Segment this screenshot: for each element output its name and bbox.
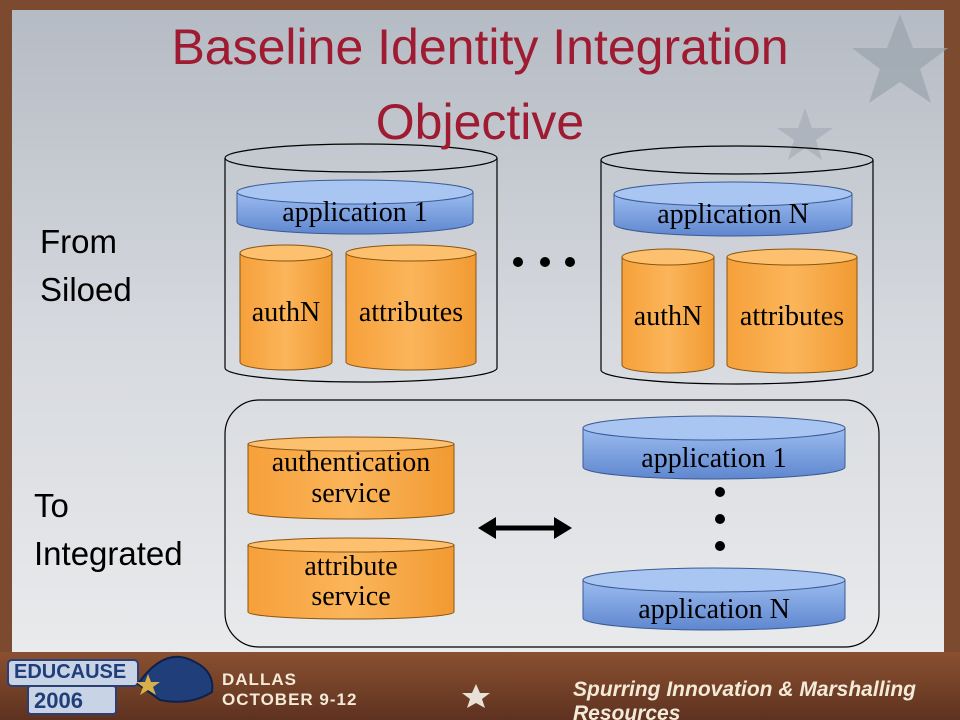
silo-right-attributes-label: attributes xyxy=(739,301,845,332)
cowboy-hat-icon xyxy=(136,655,214,703)
application-1-cylinder xyxy=(582,415,846,480)
application-n-cylinder xyxy=(582,567,846,631)
educause-logo-text: EDUCAUSE xyxy=(14,661,127,683)
footer-tagline: Spurring Innovation & Marshalling Resour… xyxy=(573,678,917,720)
ellipsis-dot xyxy=(715,541,725,551)
silo-left xyxy=(224,143,498,383)
star-decoration-icon xyxy=(777,108,833,160)
ellipsis-dot xyxy=(565,257,575,267)
from-siloed-label: From Siloed xyxy=(40,223,132,308)
star-footer-icon xyxy=(462,684,490,708)
slide-title-line2: Objective xyxy=(375,94,585,150)
authentication-service-label-line2: service xyxy=(311,478,391,509)
silo-left-authn-label: authN xyxy=(251,297,321,328)
attribute-service-cylinder xyxy=(247,537,455,620)
ellipsis-dot xyxy=(513,257,523,267)
silo-right xyxy=(600,145,874,385)
educause-logo xyxy=(7,655,214,715)
star-logo-icon xyxy=(136,674,160,695)
integrated-application-n-label: application N xyxy=(638,594,790,625)
authentication-service-label-line1: authentication xyxy=(271,447,431,478)
silo-left-application-label: application 1 xyxy=(282,197,428,228)
ellipsis-dot xyxy=(715,487,725,497)
authentication-service-cylinder xyxy=(247,436,455,520)
silo-left-attributes-label: attributes xyxy=(358,297,464,328)
educause-logo-year: 2006 xyxy=(34,688,83,713)
attribute-service-label-line1: attribute xyxy=(304,551,398,582)
footer-city: DALLAS xyxy=(222,670,297,689)
footer-dates: OCTOBER 9-12 xyxy=(222,690,358,709)
attribute-service-label-line2: service xyxy=(311,581,391,612)
to-integrated-label: To Integrated xyxy=(34,487,183,572)
ellipsis-dot xyxy=(715,514,725,524)
silo-right-authn-label: authN xyxy=(633,301,703,332)
integrated-container xyxy=(224,399,880,648)
silo-right-application-label: application N xyxy=(657,199,809,230)
integrated-application-1-label: application 1 xyxy=(641,443,787,474)
bidirectional-arrow-icon xyxy=(478,517,572,539)
ellipsis-dot xyxy=(540,257,550,267)
slide-title-line1: Baseline Identity Integration xyxy=(171,19,789,75)
star-decoration-icon xyxy=(852,14,948,103)
